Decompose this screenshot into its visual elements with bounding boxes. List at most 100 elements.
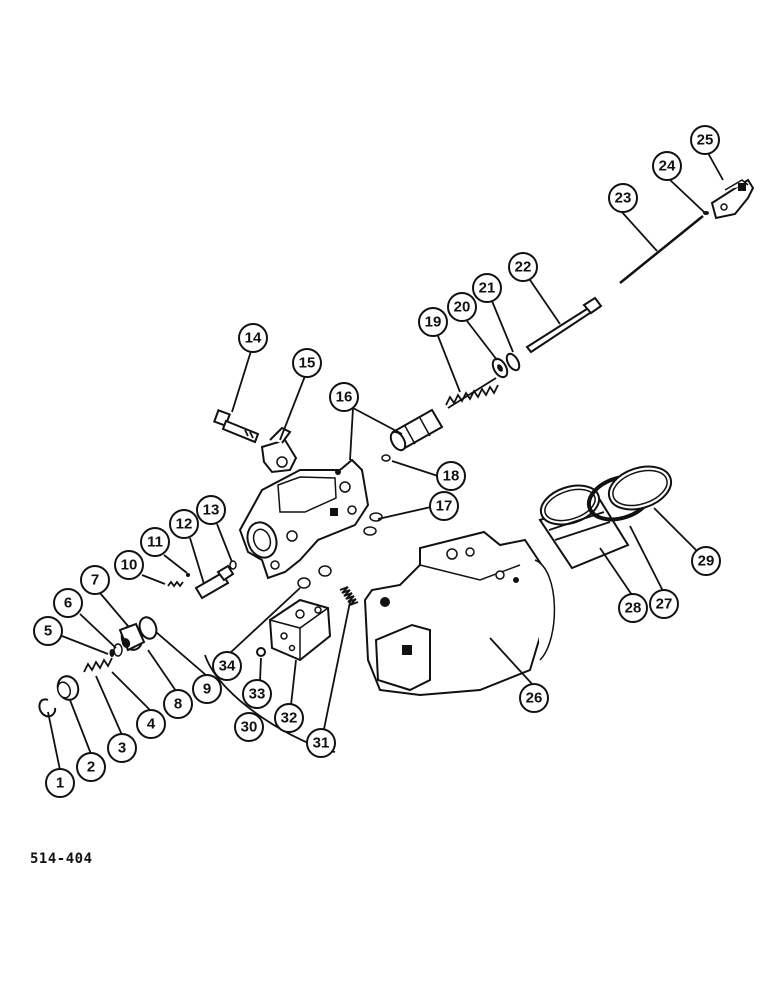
callout-25: 25 <box>690 125 720 155</box>
svg-text:13: 13 <box>203 502 220 519</box>
callout-10: 10 <box>114 550 144 580</box>
callout-5: 5 <box>33 616 63 646</box>
part-6-ring <box>113 643 123 657</box>
callout-13: 13 <box>196 495 226 525</box>
svg-text:16: 16 <box>336 389 353 406</box>
callout-3: 3 <box>107 733 137 763</box>
callout-28: 28 <box>618 593 648 623</box>
callout-14: 14 <box>238 323 268 353</box>
svg-text:17: 17 <box>436 498 453 515</box>
svg-text:14: 14 <box>245 330 262 347</box>
svg-text:8: 8 <box>174 696 182 713</box>
callout-4: 4 <box>136 709 166 739</box>
callout-32: 32 <box>274 703 304 733</box>
callout-12: 12 <box>169 509 199 539</box>
callout-23: 23 <box>608 183 638 213</box>
part-28-piston <box>538 484 630 570</box>
svg-text:6: 6 <box>64 595 72 612</box>
callout-16: 16 <box>329 382 359 412</box>
callout-19: 19 <box>418 307 448 337</box>
svg-text:32: 32 <box>281 710 298 727</box>
part-15-clamp <box>260 426 298 474</box>
svg-text:27: 27 <box>656 596 673 613</box>
svg-text:10: 10 <box>121 557 138 574</box>
svg-text:21: 21 <box>479 280 496 297</box>
part-29-ring <box>607 465 673 511</box>
part-33-o-ring <box>256 647 266 657</box>
part-10-spring <box>167 580 184 588</box>
part-17-o-rings <box>363 512 383 536</box>
part-5-ring <box>109 649 115 657</box>
callout-26: 26 <box>519 683 549 713</box>
callout-7: 7 <box>80 565 110 595</box>
svg-text:30: 30 <box>241 719 258 736</box>
callout-2: 2 <box>76 752 106 782</box>
part-14-bolt <box>213 409 260 444</box>
svg-text:25: 25 <box>697 132 714 149</box>
svg-text:23: 23 <box>615 190 632 207</box>
part-30-o-ring <box>318 565 332 577</box>
svg-text:28: 28 <box>625 600 642 617</box>
callout-29: 29 <box>691 546 721 576</box>
part-19-spring <box>445 377 499 409</box>
callout-1: 1 <box>45 768 75 798</box>
callout-21: 21 <box>472 273 502 303</box>
part-32-manifold-block <box>268 598 332 662</box>
callout-8: 8 <box>163 689 193 719</box>
callout-33: 33 <box>242 679 272 709</box>
callout-17: 17 <box>429 491 459 521</box>
callout-20: 20 <box>447 292 477 322</box>
callout-27: 27 <box>649 589 679 619</box>
callout-34: 34 <box>212 651 242 681</box>
svg-text:9: 9 <box>203 681 211 698</box>
svg-text:19: 19 <box>425 314 442 331</box>
part-8-plug <box>118 622 146 652</box>
part-21-washer <box>505 352 521 372</box>
svg-text:7: 7 <box>91 572 99 589</box>
svg-text:1: 1 <box>56 775 64 792</box>
callout-31: 31 <box>306 728 336 758</box>
callout-9: 9 <box>192 674 222 704</box>
part-23-rod <box>619 215 704 284</box>
svg-text:31: 31 <box>313 735 330 752</box>
svg-text:2: 2 <box>87 759 95 776</box>
part-20-bearing <box>491 357 509 379</box>
svg-text:22: 22 <box>515 259 532 276</box>
svg-text:4: 4 <box>147 716 156 733</box>
leader-lines <box>47 152 724 771</box>
part-34-ring <box>297 577 311 589</box>
part-24-pin <box>703 211 709 215</box>
part-3-cap <box>56 675 80 701</box>
svg-text:34: 34 <box>219 658 236 675</box>
part-16-spool <box>389 408 444 452</box>
svg-text:29: 29 <box>698 553 715 570</box>
callout-11: 11 <box>140 527 170 557</box>
svg-text:3: 3 <box>118 740 126 757</box>
svg-text:24: 24 <box>659 158 676 175</box>
part-4-spring <box>83 657 113 673</box>
callout-18: 18 <box>436 461 466 491</box>
part-22-shaft <box>525 296 603 354</box>
svg-text:20: 20 <box>454 299 471 316</box>
part-13-ring <box>229 560 237 570</box>
part-16-valve-body <box>238 458 370 580</box>
part-25-end-block <box>710 178 755 220</box>
part-18-o-ring <box>381 454 391 462</box>
callout-24: 24 <box>652 151 682 181</box>
part-31-spring <box>339 586 359 606</box>
svg-text:15: 15 <box>299 355 316 372</box>
callout-22: 22 <box>508 252 538 282</box>
part-12-plunger <box>194 564 235 600</box>
svg-text:5: 5 <box>44 623 52 640</box>
callout-15: 15 <box>292 348 322 378</box>
callout-30: 30 <box>234 712 264 742</box>
part-1-snap-ring <box>38 698 57 718</box>
callout-6: 6 <box>53 588 83 618</box>
svg-text:26: 26 <box>526 690 543 707</box>
figure-code-label: 514-404 <box>30 851 93 867</box>
part-26-cylinder-housing <box>363 530 556 697</box>
part-11-ball <box>186 573 190 577</box>
svg-text:11: 11 <box>147 534 163 551</box>
svg-text:18: 18 <box>443 468 460 485</box>
